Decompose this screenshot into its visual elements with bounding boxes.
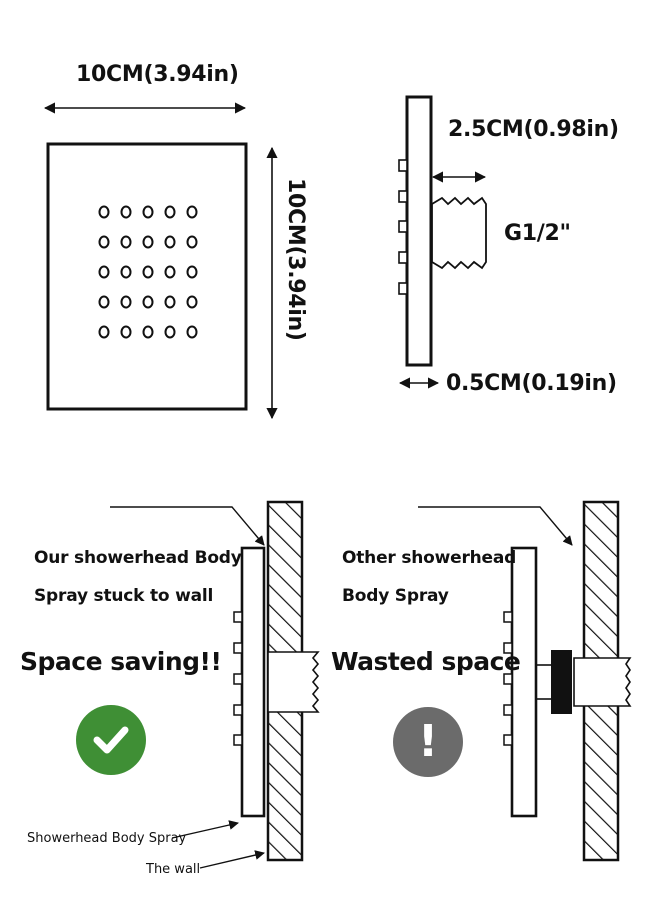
nozzle-hole [120,265,132,279]
nozzle-hole [164,265,176,279]
callout-arrow-wall [199,850,265,869]
nozzle-hole [164,205,176,219]
nozzle-grid [98,205,198,339]
side-view [398,95,487,389]
height-label: 10CM(3.94in) [283,178,308,341]
body-spray-other [510,546,538,818]
nozzle-hole [98,295,110,309]
callout-body-spray-label: Showerhead Body Spray [27,831,187,846]
wall-pipe-ours [267,651,320,713]
wall-pipe-other [573,657,632,707]
nozzle-hole [120,325,132,339]
checkmark-badge [76,705,146,775]
callout-wall-label: The wall [146,862,201,877]
nozzle-hole [164,235,176,249]
nozzle-hole [120,235,132,249]
side-plate [405,95,433,367]
other-description-line2: Body Spray [342,586,449,606]
checkmark-icon [93,726,129,754]
depth-label: 2.5CM(0.98in) [448,117,619,142]
black-nut [551,650,572,714]
nozzle-hole [142,205,154,219]
threaded-connector [431,196,487,270]
other-headline: Wasted space [331,647,521,676]
nozzle-hole [142,265,154,279]
nozzle-hole [164,325,176,339]
other-installation [418,500,632,862]
nozzle-hole [120,295,132,309]
nozzle-hole [98,265,110,279]
front-view [43,102,278,420]
nozzle-hole [98,235,110,249]
exclamation-badge: ! [393,707,463,777]
ours-installation [110,500,320,869]
nozzle-hole [120,205,132,219]
side-nozzles [398,159,408,295]
extension-nipple [535,664,553,700]
nozzle-hole [186,235,198,249]
nozzle-hole [142,235,154,249]
ours-headline: Space saving!! [20,647,222,676]
thread-label: G1/2" [504,221,571,246]
ours-description-line1: Our showerhead Body [34,548,242,568]
nozzle-hole [98,205,110,219]
nozzle-hole [164,295,176,309]
leader-line-other [418,506,573,546]
other-description-line1: Other showerhead [342,548,517,568]
nozzle-hole [98,325,110,339]
width-label: 10CM(3.94in) [76,62,239,87]
nozzle-hole [142,295,154,309]
nozzle-hole [186,325,198,339]
leader-line-ours [110,506,265,546]
spray-nozzles-ours [233,611,243,746]
nozzle-hole [142,325,154,339]
exclamation-icon: ! [417,716,439,767]
body-spray-ours [240,546,266,818]
callout-arrow-body-spray [171,820,239,839]
nozzle-hole [186,205,198,219]
thickness-label: 0.5CM(0.19in) [446,371,617,396]
ours-description-line2: Spray stuck to wall [34,586,214,606]
spray-nozzles-other [503,611,513,746]
nozzle-hole [186,295,198,309]
nozzle-hole [186,265,198,279]
